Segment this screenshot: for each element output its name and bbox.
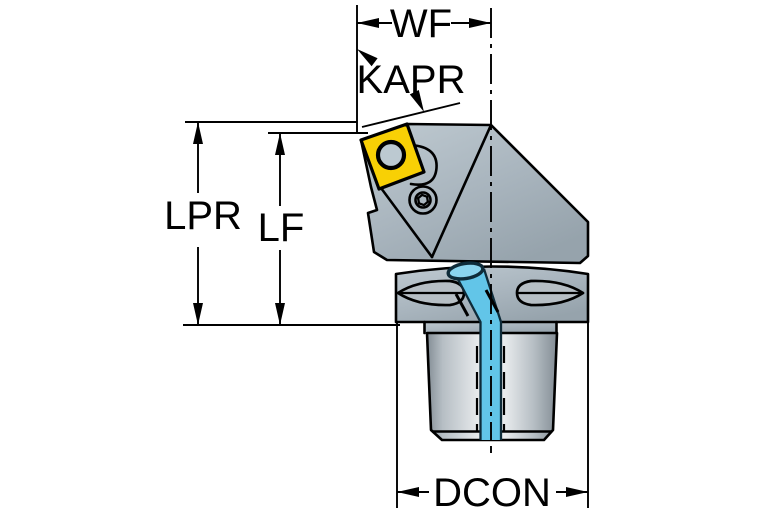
flange-screw-right xyxy=(515,279,585,307)
wf-arrow-left xyxy=(357,18,379,28)
lf-label: LF xyxy=(258,206,305,250)
coolant-bend-mark-left xyxy=(454,293,470,317)
coolant-outlet-opening xyxy=(446,261,485,281)
dcon-arrow-left xyxy=(397,487,419,497)
lf-arrow-bottom xyxy=(275,303,285,325)
kapr-arrow-upper xyxy=(357,49,378,67)
dimension-lf: LF xyxy=(258,132,368,325)
coolant-duct-edge-right xyxy=(482,268,503,440)
dimension-wf: WF xyxy=(356,2,491,132)
lpr-label: LPR xyxy=(164,194,242,238)
dimension-dcon: DCON xyxy=(396,322,589,515)
dcon-label: DCON xyxy=(433,471,551,515)
coolant-duct-edge-left xyxy=(455,275,482,440)
dimension-lpr: LPR xyxy=(164,121,400,326)
kapr-label: KAPR xyxy=(357,58,466,102)
coolant-duct-bend xyxy=(456,269,501,322)
clamp-screw-hex-socket xyxy=(416,193,430,207)
clamp-boundary-edge xyxy=(379,186,434,259)
tool-body xyxy=(359,122,590,442)
clamp-screw-inner xyxy=(414,191,432,209)
head-front-edge xyxy=(430,123,493,259)
kapr-angle-line xyxy=(361,102,461,128)
coolant-bend-mark-right xyxy=(484,289,500,313)
clamp-screw-outer xyxy=(408,185,438,215)
dcon-arrow-right xyxy=(566,487,588,497)
lpr-arrow-top xyxy=(193,122,203,144)
lpr-arrow-bottom xyxy=(193,303,203,325)
annotations: WF KAPR LPR LF xyxy=(164,2,589,515)
wf-arrow-right xyxy=(469,18,491,28)
annotation-kapr: KAPR xyxy=(357,49,466,128)
cutting-insert xyxy=(359,122,426,191)
insert-hole xyxy=(375,139,407,171)
wf-label: WF xyxy=(390,2,452,46)
kapr-arrow-lower xyxy=(409,90,424,112)
clamp-corner-contour xyxy=(409,143,438,186)
lf-arrow-top xyxy=(275,133,285,155)
